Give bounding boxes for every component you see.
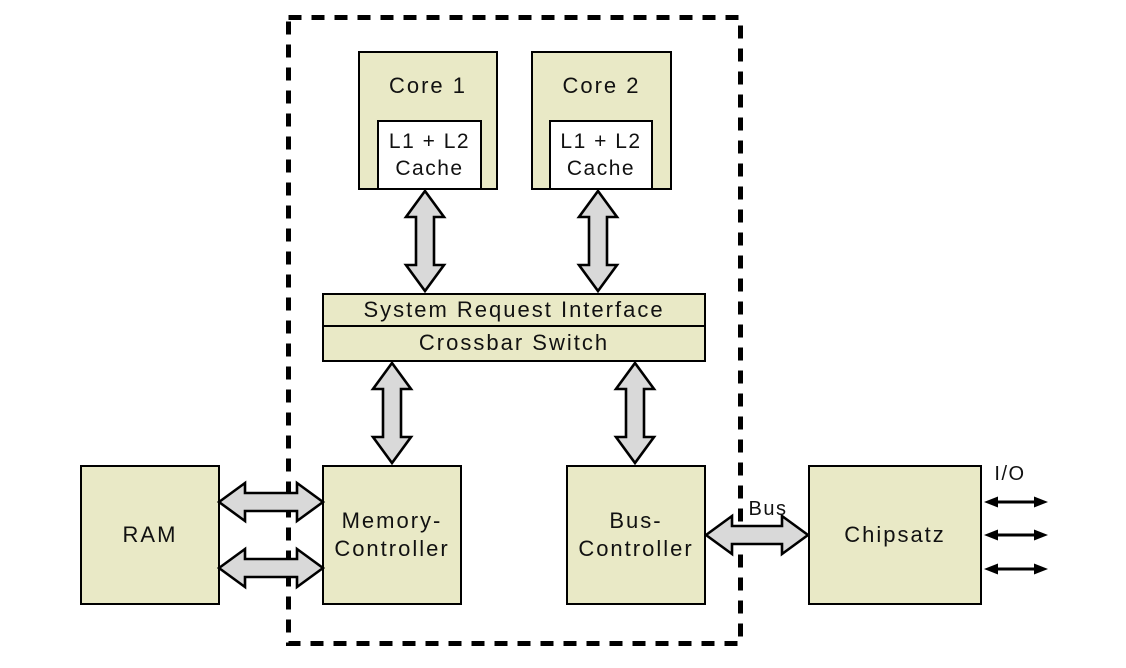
- chipset-box: Chipsatz: [808, 465, 982, 605]
- bus-controller-box: Bus- Controller: [566, 465, 706, 605]
- crossbar-switch-bar: Crossbar Switch: [322, 324, 706, 362]
- memory-controller-line2: Controller: [334, 536, 450, 561]
- arrow-ram-to-memory-controller-1: [217, 480, 325, 524]
- io-arrow-3: [984, 563, 1048, 575]
- io-label: I/O: [994, 463, 1026, 485]
- system-request-interface-label: System Request Interface: [363, 297, 665, 322]
- core1-cache-line1: L1 + L2: [388, 130, 471, 153]
- arrow-ram-to-memory-controller-2: [217, 546, 325, 590]
- chipset-label: Chipsatz: [844, 522, 946, 547]
- arrow-crossbar-to-memory-controller: [370, 361, 414, 465]
- memory-controller-line1: Memory-: [341, 508, 443, 533]
- bus-controller-line2: Controller: [578, 536, 694, 561]
- arrow-bus-controller-to-chipset: [704, 513, 810, 557]
- arrow-core2-to-sri: [576, 189, 620, 293]
- core1-label: Core 1: [388, 73, 468, 98]
- arrow-crossbar-to-bus-controller: [613, 361, 657, 465]
- core2-cache-line1: L1 + L2: [560, 130, 642, 153]
- bus-label: Bus: [748, 498, 788, 520]
- core2-label: Core 2: [562, 73, 641, 98]
- core2-cache-box: L1 + L2 Cache: [549, 120, 653, 190]
- arrow-core1-to-sri: [403, 189, 447, 293]
- core1-cache-box: L1 + L2 Cache: [377, 120, 482, 190]
- io-arrow-1: [984, 496, 1048, 508]
- core2-cache-line2: Cache: [566, 157, 636, 180]
- io-arrow-2: [984, 529, 1048, 541]
- core1-cache-line2: Cache: [395, 157, 464, 180]
- ram-box: RAM: [80, 465, 220, 605]
- ram-label: RAM: [122, 522, 178, 547]
- bus-controller-line1: Bus-: [609, 508, 663, 533]
- system-request-interface-bar: System Request Interface: [322, 293, 706, 327]
- memory-controller-box: Memory- Controller: [322, 465, 462, 605]
- crossbar-switch-label: Crossbar Switch: [418, 330, 610, 356]
